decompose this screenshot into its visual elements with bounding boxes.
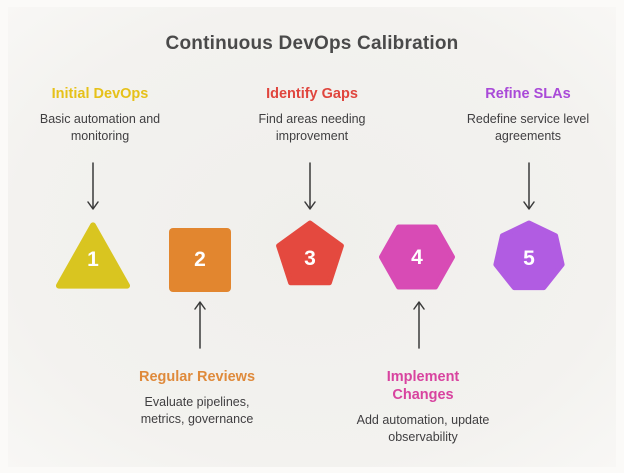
diagram-canvas: Continuous DevOps Calibration Initial De… [8,7,616,467]
up-arrow-icon [413,301,425,349]
step4-number: 4 [411,245,423,269]
diagram-title: Continuous DevOps Calibration [165,33,459,54]
step4-hexagon-shape: 4 [378,224,456,290]
up-arrow-icon [194,301,206,349]
step3-number: 3 [304,246,316,270]
step5-number: 5 [523,246,535,270]
step3-pentagon-shape: 3 [274,220,346,292]
step2-description: Evaluate pipelines, metrics, governance [140,394,254,427]
step1-triangle-shape: 1 [55,221,131,290]
step2-label-group: Regular Reviews Evaluate pipelines, metr… [117,369,277,428]
step2-heading: Regular Reviews [138,369,256,385]
down-arrow-icon [523,162,535,210]
step3-heading: Identify Gaps [266,86,358,102]
step2-number: 2 [194,248,206,271]
step1-label-group: Initial DevOps Basic automation and moni… [20,86,180,145]
step4-label-group: Implement Changes Add automation, update… [333,369,513,446]
step5-heading: Refine SLAs [485,86,571,102]
down-arrow-icon [87,162,99,210]
down-arrow-icon [304,162,316,210]
step4-heading: Implement Changes [386,369,460,403]
step1-description: Basic automation and monitoring [39,111,161,144]
step3-label-group: Identify Gaps Find areas needing improve… [232,86,392,145]
step1-heading: Initial DevOps [51,86,149,102]
step4-description: Add automation, update observability [356,412,490,445]
step5-heptagon-shape: 5 [491,220,567,293]
step5-label-group: Refine SLAs Redefine service level agree… [448,86,608,145]
step1-number: 1 [87,248,99,272]
step3-description: Find areas needing improvement [258,111,366,144]
step2-square-shape: 2 [169,228,231,292]
step5-description: Redefine service level agreements [466,111,590,144]
